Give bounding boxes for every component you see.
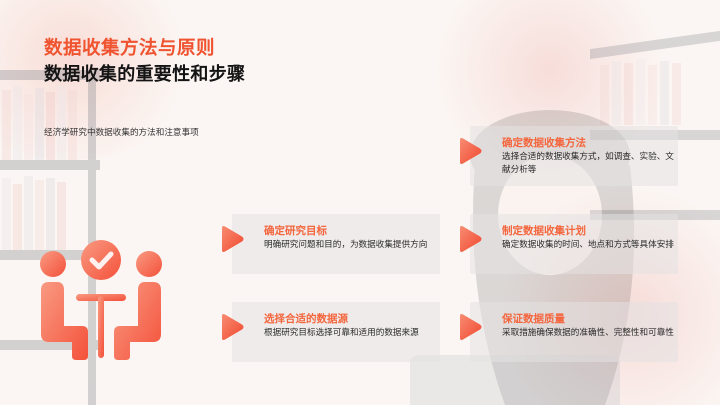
card-text: 明确研究问题和目的，为数据收集提供方向 bbox=[264, 240, 428, 250]
step-card-data-quality: 保证数据质量 采取措施确保数据的准确性、完整性和可靠性 bbox=[460, 302, 678, 362]
card-title: 选择合适的数据源 bbox=[264, 313, 348, 325]
card-title: 制定数据收集计划 bbox=[502, 225, 586, 237]
play-arrow-icon bbox=[460, 314, 482, 340]
page-title: 数据收集方法与原则 bbox=[44, 38, 216, 59]
play-arrow-icon bbox=[460, 226, 482, 252]
intro-text: 经济学研究中数据收集的方法和注意事项 bbox=[44, 128, 199, 138]
step-card-data-source: 选择合适的数据源 根据研究目标选择可靠和适用的数据来源 bbox=[222, 302, 440, 362]
play-arrow-icon bbox=[222, 226, 244, 252]
card-text: 根据研究目标选择可靠和适用的数据来源 bbox=[264, 328, 419, 338]
step-card-collection-plan: 制定数据收集计划 确定数据收集的时间、地点和方式等具体安排 bbox=[460, 214, 678, 274]
card-title: 确定数据收集方法 bbox=[502, 137, 586, 149]
play-arrow-icon bbox=[460, 138, 482, 164]
laptop-illustration bbox=[410, 355, 620, 405]
bookshelf-illustration-left bbox=[0, 60, 100, 405]
card-text: 采取措施确保数据的准确性、完整性和可靠性 bbox=[502, 328, 674, 338]
card-title: 确定研究目标 bbox=[264, 225, 327, 237]
meeting-checkmark-icon bbox=[40, 240, 162, 360]
step-card-collection-method: 确定数据收集方法 选择合适的数据收集方式，如调查、实验、文献分析等 bbox=[460, 126, 678, 186]
card-text: 选择合适的数据收集方式，如调查、实验、文献分析等 bbox=[502, 152, 674, 175]
card-title: 保证数据质量 bbox=[502, 313, 565, 325]
play-arrow-icon bbox=[222, 314, 244, 340]
step-card-research-goal: 确定研究目标 明确研究问题和目的，为数据收集提供方向 bbox=[222, 214, 440, 274]
card-text: 确定数据收集的时间、地点和方式等具体安排 bbox=[502, 240, 674, 250]
page-subtitle: 数据收集的重要性和步骤 bbox=[44, 64, 246, 85]
